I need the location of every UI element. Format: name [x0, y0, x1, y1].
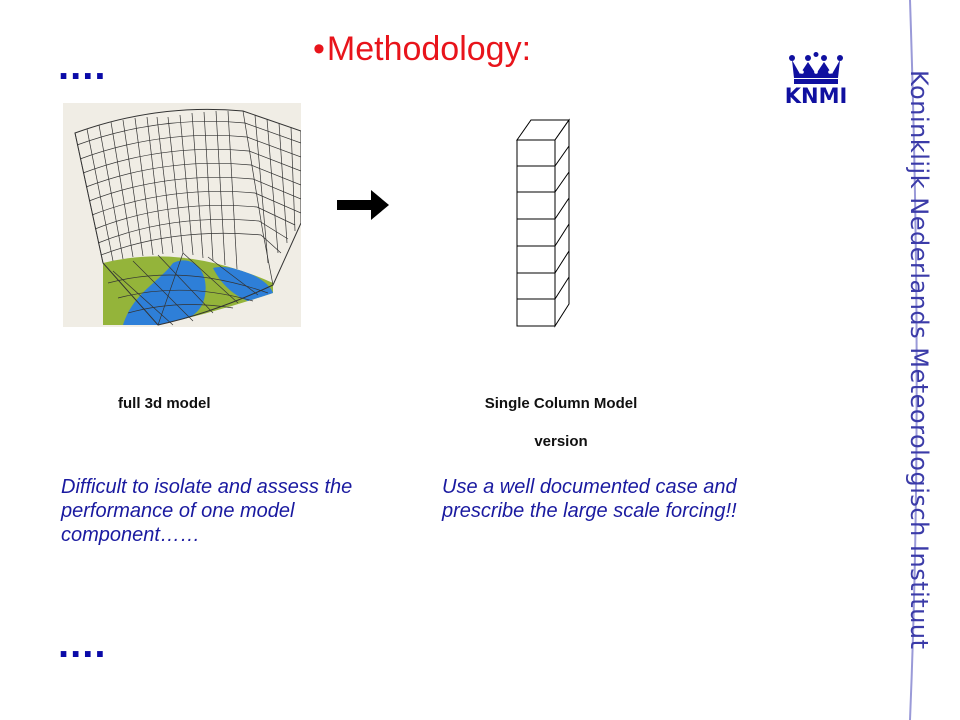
full-3d-model-image [63, 103, 301, 327]
left-description: Difficult to isolate and assess the perf… [61, 476, 353, 546]
logo-text: KNMI [784, 84, 848, 108]
institute-name: Koninklijk Nederlands Meteorologisch Ins… [905, 70, 933, 650]
right-description: Use a well documented case and prescribe… [442, 476, 737, 522]
single-column-model-image [516, 118, 570, 328]
ellipsis-bottom: .... [58, 622, 107, 666]
full-3d-model-caption: full 3d model [118, 395, 211, 412]
single-column-model-caption: Single Column Model version [453, 385, 669, 461]
title-text: Methodology: [326, 30, 532, 68]
title-bullet: • [313, 30, 325, 68]
ellipsis-top: .... [58, 44, 107, 88]
slide-title: •Methodology: [313, 30, 531, 69]
right-arrow-icon [337, 190, 389, 220]
knmi-crown-logo-icon [789, 52, 843, 84]
scm-caption-line2: version [534, 433, 588, 450]
side-band [909, 0, 918, 720]
knmi-logo: KNMI [770, 52, 862, 108]
scm-caption-line1: Single Column Model [484, 395, 638, 412]
